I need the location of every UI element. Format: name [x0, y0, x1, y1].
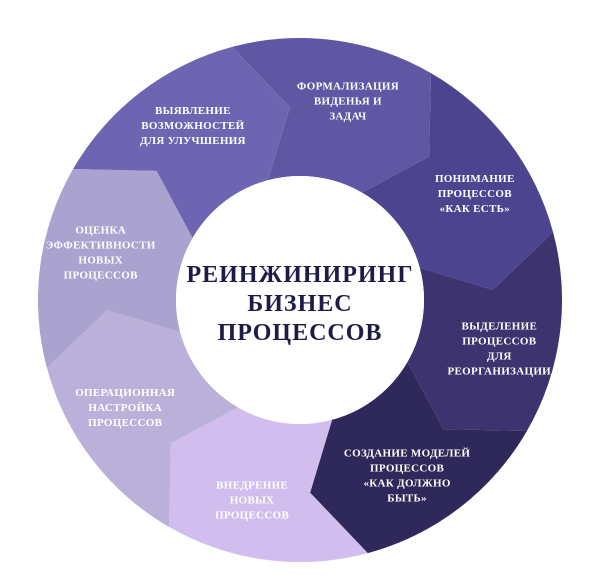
cycle-segment-3: [407, 232, 563, 431]
segment-6-label-line-2: НАСТРОЙКА: [88, 402, 162, 414]
segment-2-label-line-3: «КАК ЕСТЬ»: [440, 203, 511, 215]
segment-3-label-line-1: ВЫДЕЛЕНИЕ: [462, 320, 538, 332]
segment-1-label-line-2: ВИДЕНЬЯ И: [314, 96, 382, 108]
segment-8-label-line-3: ДЛЯ УЛУЧШЕНИЯ: [140, 135, 246, 147]
segment-5-label-line-2: НОВЫХ: [230, 494, 275, 506]
cycle-segment-2: [362, 73, 554, 290]
segment-5-label-line-1: ВНЕДРЕНИЕ: [216, 479, 288, 491]
cycle-segment-1: [232, 37, 431, 193]
cycle-segment-7: [37, 169, 193, 368]
segment-2-label-line-2: ПРОЦЕССОВ: [438, 188, 513, 200]
segment-3-label-line-4: РЕОРГАНИЗАЦИИ: [448, 365, 552, 377]
segment-7-label-line-4: ПРОЦЕССОВ: [64, 270, 139, 282]
segment-4-label-line-1: СОЗДАНИЕ МОДЕЛЕЙ: [344, 447, 471, 459]
center-circle: [176, 176, 424, 424]
segment-4-label-line-3: «КАК ДОЛЖНО: [363, 477, 450, 489]
segment-7-label-line-1: ОЦЕНКА: [75, 225, 126, 237]
segment-7-label-line-3: НОВЫХ: [78, 255, 123, 267]
segment-6-label-line-1: ОПЕРАЦИОННАЯ: [75, 387, 175, 399]
cycle-segment-5: [169, 407, 368, 563]
segment-8-label-line-2: ВОЗМОЖНОСТЕЙ: [141, 120, 244, 132]
segment-2-label-line-1: ПОНИМАНИЕ: [435, 173, 515, 185]
segment-5-label-line-3: ПРОЦЕССОВ: [215, 509, 290, 521]
cycle-segment-8: [73, 46, 290, 239]
cycle-segment-6: [46, 310, 239, 527]
segment-4-label-line-4: БЫТЬ»: [387, 492, 427, 504]
segment-7-label-line-2: ЭФФЕКТИВНОСТИ: [46, 240, 156, 252]
segment-1-label-line-1: ФОРМАЛИЗАЦИЯ: [297, 81, 399, 93]
segment-3-label-line-3: ДЛЯ: [487, 350, 512, 362]
segment-4-label-line-2: ПРОЦЕССОВ: [370, 462, 445, 474]
center-title-line-2: БИЗНЕС: [247, 291, 352, 317]
center-title-line-1: РЕИНЖИНИРИНГ: [186, 262, 413, 288]
segment-1-label-line-3: ЗАДАЧ: [329, 111, 366, 123]
segment-8-label-line-1: ВЫЯВЛЕНИЕ: [155, 105, 231, 117]
segments-layer: ФОРМАЛИЗАЦИЯ ВИДЕНЬЯ И ЗАДАЧ ПОНИМАНИЕ ПРОЦЕ…: [37, 37, 563, 563]
cycle-segment-4: [310, 362, 527, 554]
center-title-line-3: ПРОЦЕССОВ: [218, 320, 383, 346]
segment-3-label-line-2: ПРОЦЕССОВ: [462, 335, 537, 347]
segment-6-label-line-3: ПРОЦЕССОВ: [88, 417, 163, 429]
